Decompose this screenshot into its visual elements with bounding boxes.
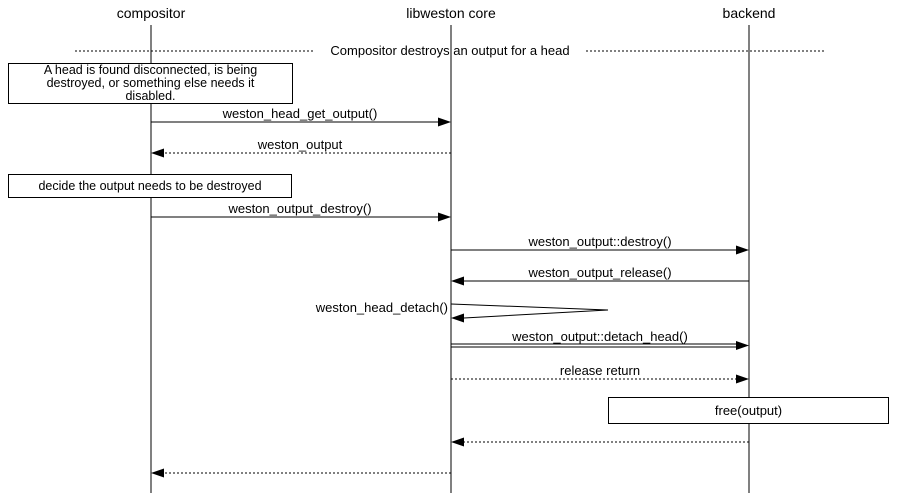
message-label-weston-output-release: weston_output_release() [528,265,672,280]
divider-caption: Compositor destroys an output for a head [330,43,570,58]
note-head-disconnected: A head is found disconnected, is being d… [8,63,293,104]
message-label-weston-head-get-output: weston_head_get_output() [222,106,378,121]
message-label-weston-output-detach-head: weston_output::detach_head() [512,329,688,344]
note-decide-destroy: decide the output needs to be destroyed [8,174,292,198]
message-label-weston-output: weston_output [257,137,343,152]
arrow-weston-output-destroy [151,212,451,222]
participant-label-libweston-core: libweston core [406,5,496,21]
arrow-return-to-libweston [451,437,749,447]
participant-label-compositor: compositor [116,5,186,21]
arrow-weston-output-destroy-vfunc [451,245,749,255]
arrow-weston-output-detach-head [451,341,749,350]
arrow-weston-output-return [151,148,451,158]
arrow-weston-output-release [451,276,749,286]
arrow-weston-head-get-output [151,117,451,127]
message-label-release-return: release return [559,363,641,378]
message-label-weston-output-destroy-vfunc: weston_output::destroy() [528,234,672,249]
message-label-weston-head-detach: weston_head_detach() [315,300,448,315]
message-label-weston-output-destroy: weston_output_destroy() [228,201,372,216]
note-free-output: free(output) [608,397,889,424]
participant-label-backend: backend [722,5,776,21]
arrow-return-to-compositor [151,468,451,478]
arrow-weston-head-detach-self [450,303,609,323]
arrow-release-return [451,374,749,384]
